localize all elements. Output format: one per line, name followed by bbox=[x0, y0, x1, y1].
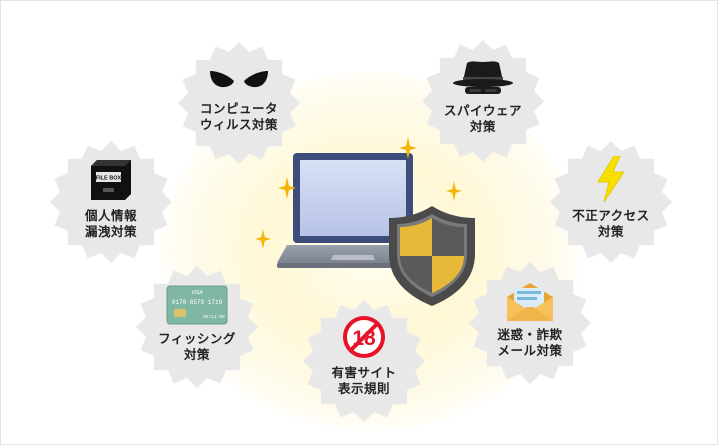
badge-phishing: VISA 0170 6579 1719 05/11-05 フィッシング対策 bbox=[135, 265, 259, 389]
sparkle-icon bbox=[399, 137, 417, 159]
spy-hat-icon bbox=[453, 61, 513, 94]
credit-card-icon: VISA 0170 6579 1719 05/11-05 bbox=[166, 285, 228, 325]
badge-label-line1: フィッシング bbox=[158, 331, 236, 346]
badge-label-line2: メール対策 bbox=[497, 343, 563, 358]
sparkle-icon bbox=[255, 229, 271, 249]
badge-label-line1: 不正アクセス bbox=[572, 208, 650, 223]
card-number-text: 0170 6579 1719 bbox=[172, 299, 223, 306]
badge-spyware: スパイウェア対策 bbox=[421, 39, 545, 163]
badge-seal bbox=[303, 300, 425, 422]
file-box-icon: FILE BOX bbox=[91, 160, 131, 200]
badge-seal bbox=[136, 266, 258, 388]
sparkle-icon bbox=[278, 177, 296, 199]
sparkle-icon bbox=[446, 181, 462, 201]
badge-label-line2: 対策 bbox=[469, 119, 496, 134]
no-under-18-icon: 18 bbox=[343, 316, 385, 358]
angry-eyes-icon bbox=[210, 71, 268, 88]
badge-intrusion: 不正アクセス対策 bbox=[549, 140, 673, 264]
badge-label-line1: スパイウェア bbox=[443, 103, 522, 118]
badge-privacy: FILE BOX 個人情報漏洩対策 bbox=[49, 140, 173, 264]
badge-label-line1: コンピュータ bbox=[199, 101, 278, 116]
badge-virus: コンピュータウィルス対策 bbox=[177, 41, 301, 165]
file-box-text: FILE BOX bbox=[96, 176, 122, 182]
badge-label-line2: 対策 bbox=[183, 347, 210, 362]
badge-seal bbox=[50, 141, 172, 263]
badge-spam: 迷惑・詐欺メール対策 bbox=[468, 261, 592, 385]
shield-icon bbox=[389, 206, 475, 306]
badge-seal bbox=[469, 262, 591, 384]
badge-seal bbox=[422, 40, 544, 162]
badge-label-line1: 有害サイト bbox=[331, 365, 397, 380]
badge-label-line2: 表示規則 bbox=[337, 381, 390, 396]
badge-label-line2: 漏洩対策 bbox=[84, 224, 137, 239]
card-expiry-text: 05/11-05 bbox=[203, 314, 225, 320]
badge-label-line1: 個人情報 bbox=[84, 208, 137, 223]
badge-seal bbox=[550, 141, 672, 263]
lightning-icon bbox=[597, 156, 625, 202]
badge-seal bbox=[178, 42, 300, 164]
badge-label-line2: ウィルス対策 bbox=[199, 117, 278, 132]
badge-label-line2: 対策 bbox=[597, 224, 624, 239]
envelope-icon bbox=[507, 283, 553, 321]
badge-label-line1: 迷惑・詐欺 bbox=[497, 327, 563, 342]
card-brand-text: VISA bbox=[191, 290, 203, 296]
